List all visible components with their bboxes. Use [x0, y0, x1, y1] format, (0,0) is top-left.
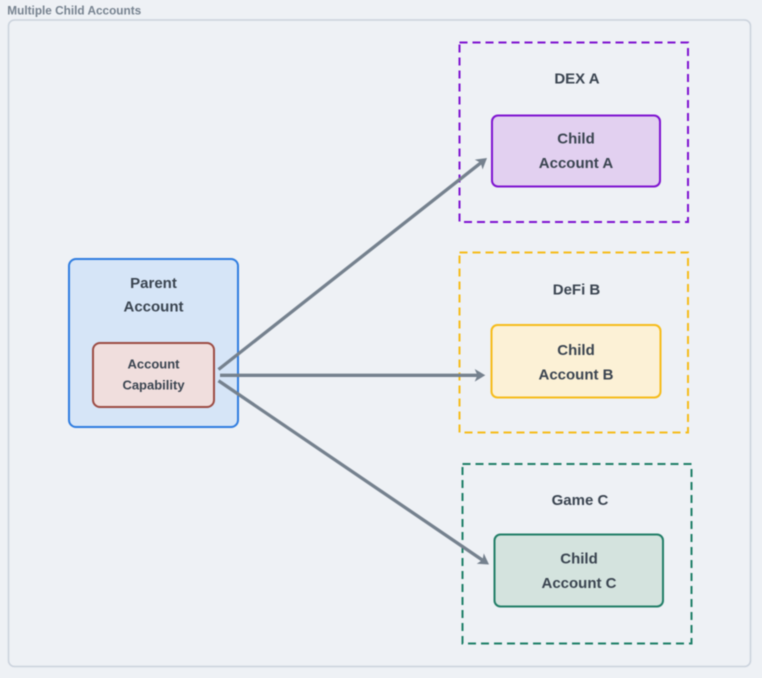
svg-text:Account C: Account C	[542, 575, 617, 592]
svg-text:Account: Account	[124, 299, 184, 316]
svg-text:Child: Child	[557, 342, 595, 359]
svg-text:Account A: Account A	[539, 155, 614, 172]
svg-text:DeFi B: DeFi B	[553, 282, 601, 299]
svg-text:Account: Account	[128, 357, 181, 372]
svg-text:Capability: Capability	[122, 378, 185, 393]
svg-text:Game C: Game C	[552, 492, 609, 509]
svg-text:Child: Child	[560, 551, 598, 568]
svg-text:DEX A: DEX A	[554, 71, 599, 88]
svg-text:Account B: Account B	[539, 367, 614, 384]
svg-text:Parent: Parent	[130, 275, 177, 292]
svg-text:Multiple Child Accounts: Multiple Child Accounts	[7, 3, 141, 17]
svg-text:Child: Child	[557, 131, 595, 148]
